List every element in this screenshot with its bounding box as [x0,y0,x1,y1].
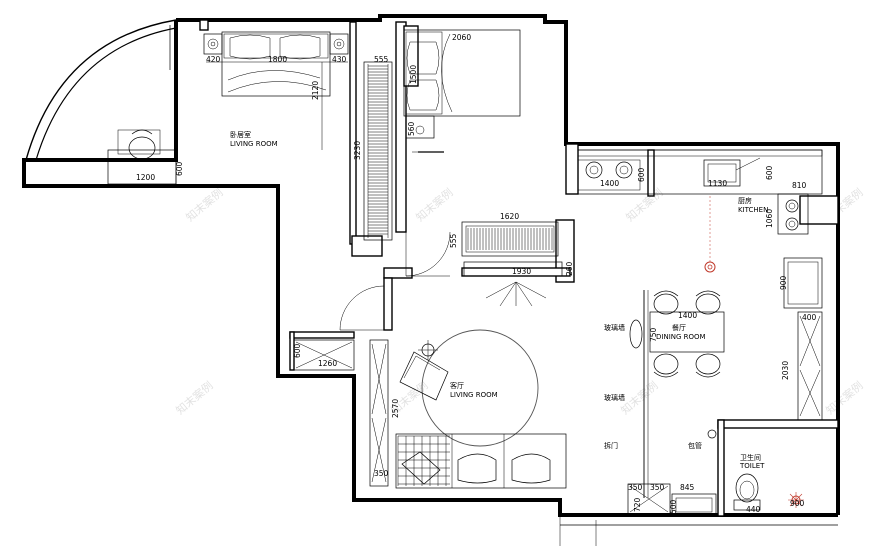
watermark: 知末案例 [183,185,226,224]
bedroom: 420 1800 430 2120 卧居室 LIVING ROOM 1200 6… [107,31,349,186]
dining-area: 1400 750 餐厅 DINING ROOM 玻璃墙 玻璃墙 拆门 400 2… [604,290,823,498]
tv-cabinet [369,339,389,487]
dim-1060: 1060 [765,209,774,228]
hob [777,193,809,235]
pipe-label: 包管 [688,441,702,450]
glass-wall-label-1: 玻璃墙 [604,323,625,332]
glass-wall-label-2: 玻璃墙 [604,393,625,402]
round-rug [421,329,539,447]
sink [703,159,741,187]
dim-810: 810 [792,181,807,190]
dim-350b: 350 [628,483,643,492]
kitchen-label-en: KITCHEN [738,206,768,214]
dim-1400a: 1400 [600,179,619,188]
dim-900a: 900 [779,275,788,290]
dim-1500: 1500 [409,65,418,84]
dim-2120: 2120 [311,81,320,100]
wardrobe-bedroom: 555 3230 [353,55,393,241]
nightstand-right [329,33,349,55]
dim-555b: 555 [449,233,458,248]
dim-2570: 2570 [391,399,400,418]
watermark: 知末案例 [823,378,866,417]
bedroom-label-en: LIVING ROOM [230,140,278,148]
tall-cabinet [797,311,823,421]
dim-350c: 350 [650,483,665,492]
dim-3230: 3230 [353,141,362,160]
utility-and-toilet: 350 350 720 845 500 包管 卫生间 TOILET 440 90… [627,429,805,517]
dim-750: 750 [649,327,658,342]
sliding-door-label: 拆门 [604,441,618,450]
nightstand-left [203,33,223,55]
toilet-label-cn: 卫生间 [740,453,761,462]
kitchen: 1400 600 1130 600 810 1060 厨房 KITCHEN 90… [577,149,823,309]
dim-430: 430 [332,55,347,64]
dining-label-cn: 餐厅 [672,323,686,332]
sofa [395,433,567,489]
bedroom-label-cn: 卧居室 [230,130,251,139]
dim-560: 560 [407,121,416,136]
toilet-label-en: TOILET [739,462,765,470]
dim-260: 260 [565,261,574,276]
storage-cabinet: 1620 555 1930 260 [449,212,574,307]
dim-600d: 600 [293,343,302,358]
stove [577,159,641,191]
dim-420: 420 [206,55,221,64]
dim-440: 440 [746,505,761,514]
toilet-fixture [733,473,761,511]
exterior-walls [22,14,840,546]
second-bedroom: 2060 1500 560 [403,29,521,153]
dim-1260: 1260 [318,359,337,368]
dining-label-en: DINING ROOM [656,333,706,341]
dim-900b: 900 [790,499,805,508]
kitchen-label-cn: 厨房 [738,196,752,205]
watermark: 知末案例 [623,185,666,224]
dim-555a: 555 [374,55,389,64]
armchair [399,340,449,401]
shoe-cabinet [293,339,355,371]
dim-600a: 600 [175,161,184,176]
dim-1200: 1200 [136,173,155,182]
watermark: 知末案例 [173,378,216,417]
dim-600c: 600 [765,165,774,180]
living-label-en: LIVING ROOM [450,391,498,399]
dim-1930: 1930 [512,267,531,276]
dining-table [649,311,725,353]
dim-720: 720 [633,497,642,512]
dining-chairs [629,290,721,378]
living-label-cn: 客厅 [450,381,464,390]
dim-400: 400 [802,313,817,322]
dim-2030: 2030 [781,361,790,380]
dim-1400b: 1400 [678,311,697,320]
washer [671,493,717,517]
side-table [405,115,435,139]
interior-walls [199,19,839,517]
living-room: 客厅 LIVING ROOM 2570 350 600 1260 [293,329,567,489]
watermark: 知末案例 [413,185,456,224]
dim-500: 500 [669,499,678,514]
dim-600b: 600 [637,167,646,182]
doors [339,151,451,331]
dim-350a: 350 [374,469,389,478]
dim-1800: 1800 [268,55,287,64]
dim-1130: 1130 [708,179,727,188]
dim-2060: 2060 [452,33,471,42]
dim-845: 845 [680,483,695,492]
dim-1620: 1620 [500,212,519,221]
fridge [783,257,823,309]
